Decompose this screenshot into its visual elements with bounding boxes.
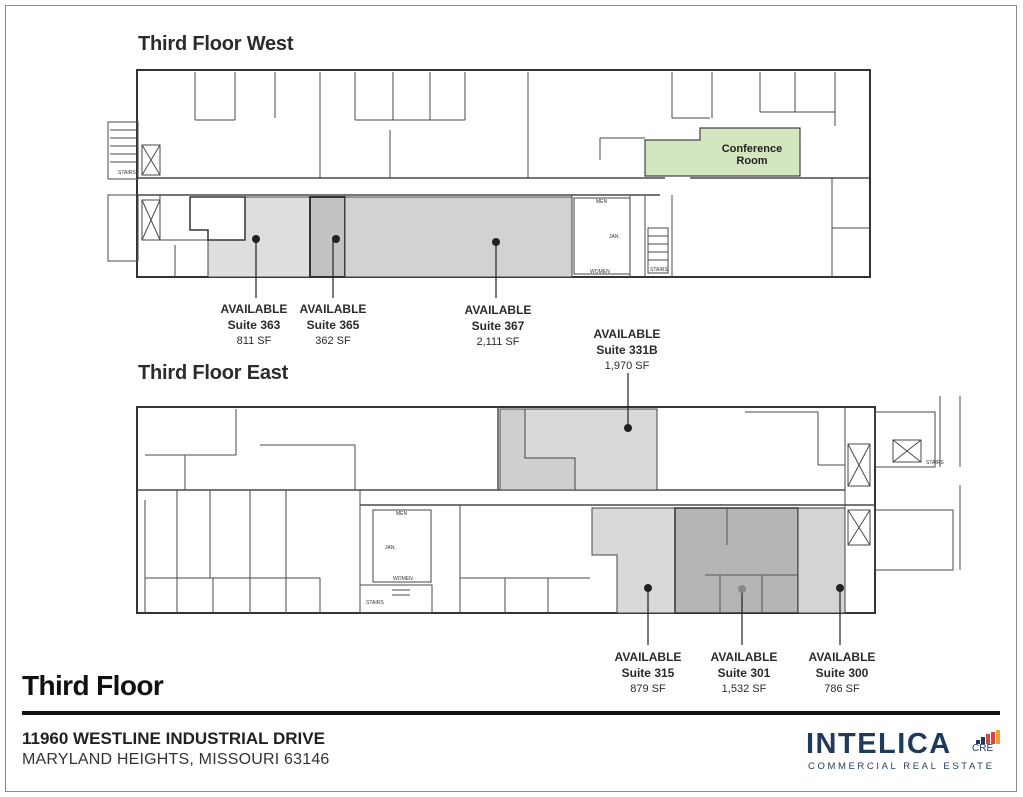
east-stairs-left-label: STAIRS bbox=[366, 600, 384, 606]
suite-300-area bbox=[797, 507, 846, 614]
east-stairs-right-label: STAIRS bbox=[926, 460, 944, 466]
suite-315-area bbox=[591, 507, 676, 614]
suite-301-size: 1,532 SF bbox=[721, 683, 767, 695]
suite-315-status: AVAILABLE bbox=[614, 650, 682, 664]
suite-365-name: Suite 365 bbox=[306, 318, 360, 332]
suite-315-callout: AVAILABLE Suite 315 879 SF bbox=[583, 649, 713, 697]
west-floor-title: Third Floor West bbox=[138, 33, 294, 55]
restroom-core-west bbox=[573, 197, 631, 275]
suite-331b-inner-walls bbox=[499, 408, 576, 491]
suite-363-name: Suite 363 bbox=[227, 318, 281, 332]
suite-363-callout: AVAILABLE Suite 363 811 SF bbox=[189, 301, 319, 349]
footer-divider bbox=[22, 711, 1000, 715]
suite-315-name: Suite 315 bbox=[621, 666, 675, 680]
suite-331b-size: 1,970 SF bbox=[604, 360, 650, 372]
west-stairs-left-label: STAIRS bbox=[118, 170, 136, 176]
suite-367-callout: AVAILABLE Suite 367 2,111 SF bbox=[433, 302, 563, 350]
intelica-logo: INTELICA CRE COMMERCIAL REAL ESTATE bbox=[806, 728, 1002, 774]
suite-301-area bbox=[674, 507, 799, 614]
west-men-label: MEN bbox=[596, 199, 608, 205]
page-frame bbox=[5, 5, 1017, 792]
east-callout-pins bbox=[627, 373, 841, 645]
conference-room-label-2: Room bbox=[736, 155, 767, 167]
suite-300-name: Suite 300 bbox=[815, 666, 869, 680]
suite-331b-status: AVAILABLE bbox=[593, 327, 661, 341]
address-city: MARYLAND HEIGHTS, MISSOURI 63146 bbox=[22, 751, 330, 768]
suite-363-size: 811 SF bbox=[236, 335, 272, 347]
address-street: 11960 WESTLINE INDUSTRIAL DRIVE bbox=[22, 729, 325, 748]
west-stairs-mid-label: STAIRS bbox=[650, 267, 668, 273]
suite-331b-pin bbox=[624, 424, 632, 432]
east-available-areas bbox=[372, 408, 846, 614]
floor-title: Third Floor bbox=[22, 670, 164, 701]
restroom-core-east bbox=[372, 509, 432, 583]
suite-365-area bbox=[309, 196, 346, 278]
west-floor-plan bbox=[107, 69, 871, 278]
suite-367-pin bbox=[492, 238, 500, 246]
suite-300-size: 786 SF bbox=[824, 683, 860, 695]
suite-301-name: Suite 301 bbox=[717, 666, 771, 680]
east-men-label: MEN bbox=[396, 511, 408, 517]
suite-365-callout: AVAILABLE Suite 365 362 SF bbox=[268, 301, 398, 349]
suite-363-inner-walls bbox=[189, 196, 246, 241]
suite-367-area bbox=[344, 196, 573, 278]
east-suite-301-inner-walls bbox=[705, 508, 798, 613]
suite-300-status: AVAILABLE bbox=[808, 650, 876, 664]
suite-365-size: 362 SF bbox=[315, 335, 351, 347]
east-jan-label: JAN. bbox=[385, 545, 396, 551]
suite-367-name: Suite 367 bbox=[471, 319, 525, 333]
logo-tagline: COMMERCIAL REAL ESTATE bbox=[808, 761, 995, 772]
suite-315-size: 879 SF bbox=[630, 683, 666, 695]
suite-367-size: 2,111 SF bbox=[476, 336, 520, 348]
suite-300-pin bbox=[836, 584, 844, 592]
logo-wordmark: INTELICA bbox=[806, 728, 952, 760]
suite-301-pin bbox=[738, 585, 746, 593]
suite-300-callout: AVAILABLE Suite 300 786 SF bbox=[777, 649, 907, 697]
conference-room-area bbox=[644, 127, 801, 177]
suite-331b-callout: AVAILABLE Suite 331B 1,970 SF bbox=[562, 326, 692, 374]
suite-365-pin bbox=[332, 235, 340, 243]
suite-315-pin bbox=[644, 584, 652, 592]
east-women-label: WOMEN bbox=[393, 576, 413, 582]
suite-363-pin bbox=[252, 235, 260, 243]
suite-365-status: AVAILABLE bbox=[299, 302, 367, 316]
suite-301-callout: AVAILABLE Suite 301 1,532 SF bbox=[679, 649, 809, 697]
west-callout-pins bbox=[255, 239, 497, 298]
suite-301-status: AVAILABLE bbox=[710, 650, 778, 664]
west-jan-label: JAN. bbox=[609, 234, 620, 240]
conference-room-label: Conference bbox=[722, 143, 783, 155]
suite-363-status: AVAILABLE bbox=[220, 302, 288, 316]
suite-367-status: AVAILABLE bbox=[464, 303, 532, 317]
suite-331b-name: Suite 331B bbox=[596, 343, 658, 357]
logo-chart-icon bbox=[976, 730, 1000, 744]
west-women-label: WOMEN bbox=[590, 269, 610, 275]
logo-superscript: CRE bbox=[972, 743, 994, 754]
east-floor-title: Third Floor East bbox=[138, 362, 289, 384]
west-available-areas bbox=[189, 127, 801, 278]
